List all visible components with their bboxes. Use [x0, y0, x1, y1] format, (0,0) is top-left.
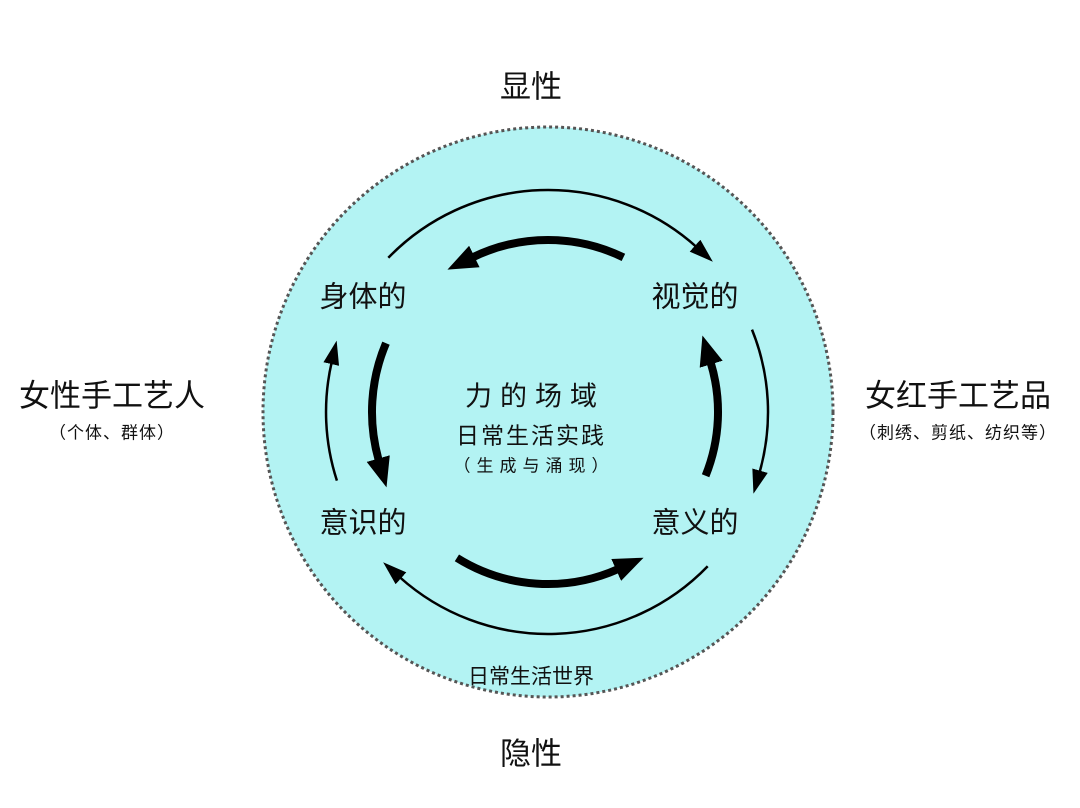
right-thin-arrow — [750, 329, 770, 494]
top-thick-arrow — [447, 236, 626, 270]
node-conscious: 意识的 — [319, 505, 407, 540]
right-thick-arrow — [699, 335, 723, 478]
bottom-thick-arrow — [454, 554, 644, 588]
left-thin-arrow — [323, 340, 340, 481]
bottom-thin-arrow — [383, 562, 709, 636]
center-title: 力的场域 — [465, 381, 605, 413]
handicraft-sublabel: （刺绣、剪纸、纺织等） — [859, 423, 1057, 444]
female-artisan-label: 女性手工艺人 — [19, 378, 205, 415]
node-visual: 视觉的 — [651, 279, 739, 314]
left-thick-arrow — [366, 341, 390, 488]
arrow-group — [323, 188, 770, 636]
female-artisan-sublabel: （个体、群体） — [49, 423, 175, 444]
top-thin-arrow — [387, 188, 713, 262]
center-line-practice: 日常生活实践 — [456, 423, 606, 450]
explicit-label: 显性 — [500, 69, 562, 106]
implicit-label: 隐性 — [500, 736, 562, 773]
everyday-life-circle — [261, 125, 835, 699]
node-bodily: 身体的 — [319, 279, 407, 314]
handicraft-label: 女红手工艺品 — [865, 378, 1051, 415]
center-line-emergence: （生成与涌现） — [453, 456, 615, 477]
everyday-world-label: 日常生活世界 — [468, 664, 594, 689]
node-meaning: 意义的 — [651, 505, 739, 540]
